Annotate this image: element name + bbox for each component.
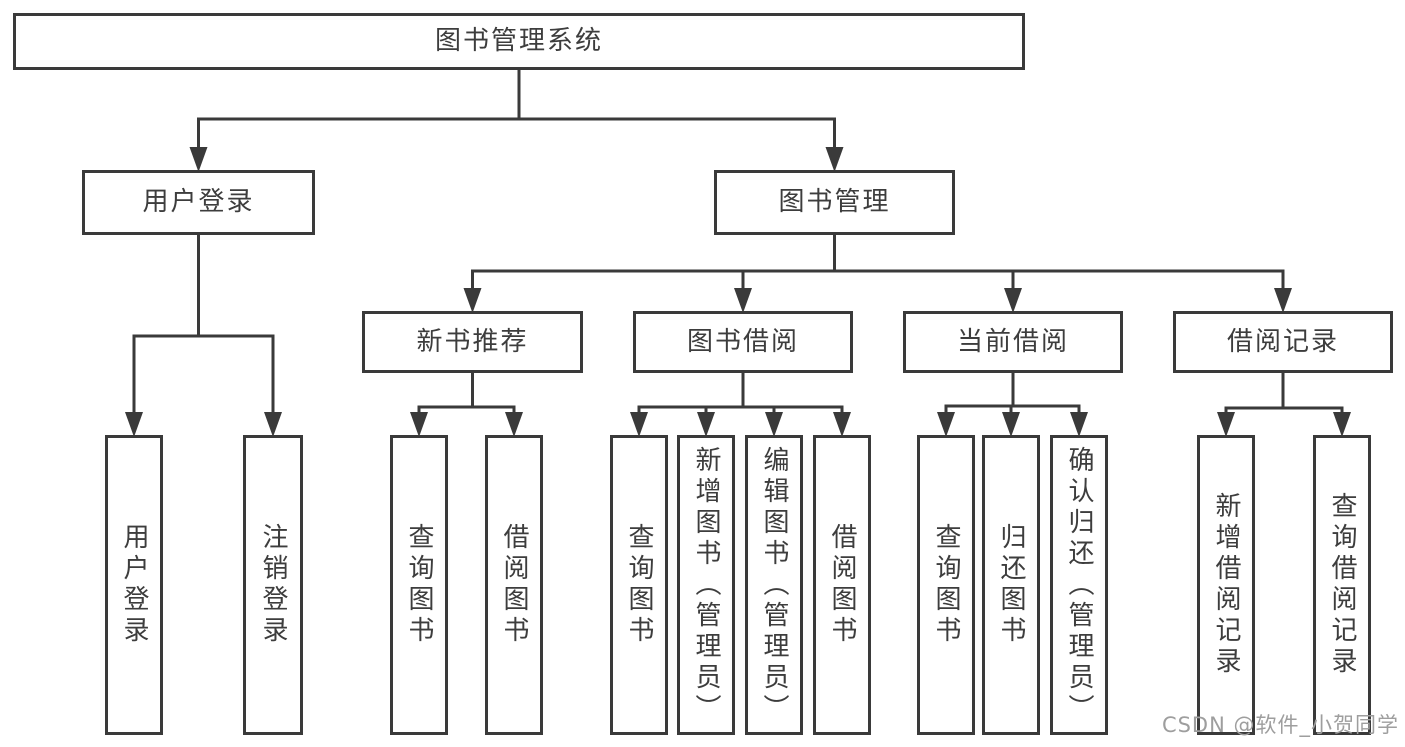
node-label-logout-leaf: 注销登录: [258, 523, 288, 647]
node-label-rec-borrow-book: 借阅图书: [499, 523, 529, 647]
node-label-new-book-rec: 新书推荐: [416, 326, 529, 357]
node-label-user-login-leaf: 用户登录: [119, 523, 149, 647]
node-label-bb-add-book: 新增图书（管理员）: [691, 445, 721, 725]
node-cb-query-book: 查询图书: [917, 435, 975, 735]
node-label-bb-query-book: 查询图书: [624, 523, 654, 647]
node-br-query-record: 查询借阅记录: [1313, 435, 1371, 735]
node-label-user-login: 用户登录: [142, 187, 255, 218]
node-label-cb-return-book: 归还图书: [996, 523, 1026, 647]
node-logout-leaf: 注销登录: [243, 435, 303, 735]
node-borrow-record: 借阅记录: [1173, 311, 1393, 373]
node-rec-query-book: 查询图书: [390, 435, 448, 735]
node-bb-borrow-book: 借阅图书: [813, 435, 871, 735]
node-label-bb-borrow-book: 借阅图书: [827, 523, 857, 647]
node-user-login-leaf: 用户登录: [105, 435, 163, 735]
node-label-cb-query-book: 查询图书: [931, 523, 961, 647]
node-label-borrow-record: 借阅记录: [1226, 326, 1339, 357]
node-label-current-borrow: 当前借阅: [956, 326, 1069, 357]
node-label-br-add-record: 新增借阅记录: [1211, 492, 1241, 678]
node-root: 图书管理系统: [13, 13, 1025, 70]
node-label-book-borrow: 图书借阅: [686, 326, 799, 357]
node-cb-confirm-return: 确认归还（管理员）: [1050, 435, 1108, 735]
node-br-add-record: 新增借阅记录: [1197, 435, 1255, 735]
node-current-borrow: 当前借阅: [903, 311, 1123, 373]
csdn-watermark: CSDN @软件_小贺同学: [1161, 713, 1399, 737]
node-bb-query-book: 查询图书: [610, 435, 668, 735]
node-new-book-rec: 新书推荐: [362, 311, 583, 373]
node-bb-add-book: 新增图书（管理员）: [677, 435, 735, 735]
node-cb-return-book: 归还图书: [982, 435, 1040, 735]
node-label-bb-edit-book: 编辑图书（管理员）: [759, 445, 789, 725]
node-label-book-mgmt: 图书管理: [778, 187, 891, 218]
node-label-cb-confirm-return: 确认归还（管理员）: [1064, 445, 1094, 725]
node-book-mgmt: 图书管理: [714, 170, 955, 235]
node-book-borrow: 图书借阅: [633, 311, 853, 373]
node-user-login: 用户登录: [82, 170, 315, 235]
node-rec-borrow-book: 借阅图书: [485, 435, 543, 735]
node-bb-edit-book: 编辑图书（管理员）: [745, 435, 803, 735]
node-label-root: 图书管理系统: [434, 26, 603, 57]
node-label-br-query-record: 查询借阅记录: [1327, 492, 1357, 678]
node-label-rec-query-book: 查询图书: [404, 523, 434, 647]
